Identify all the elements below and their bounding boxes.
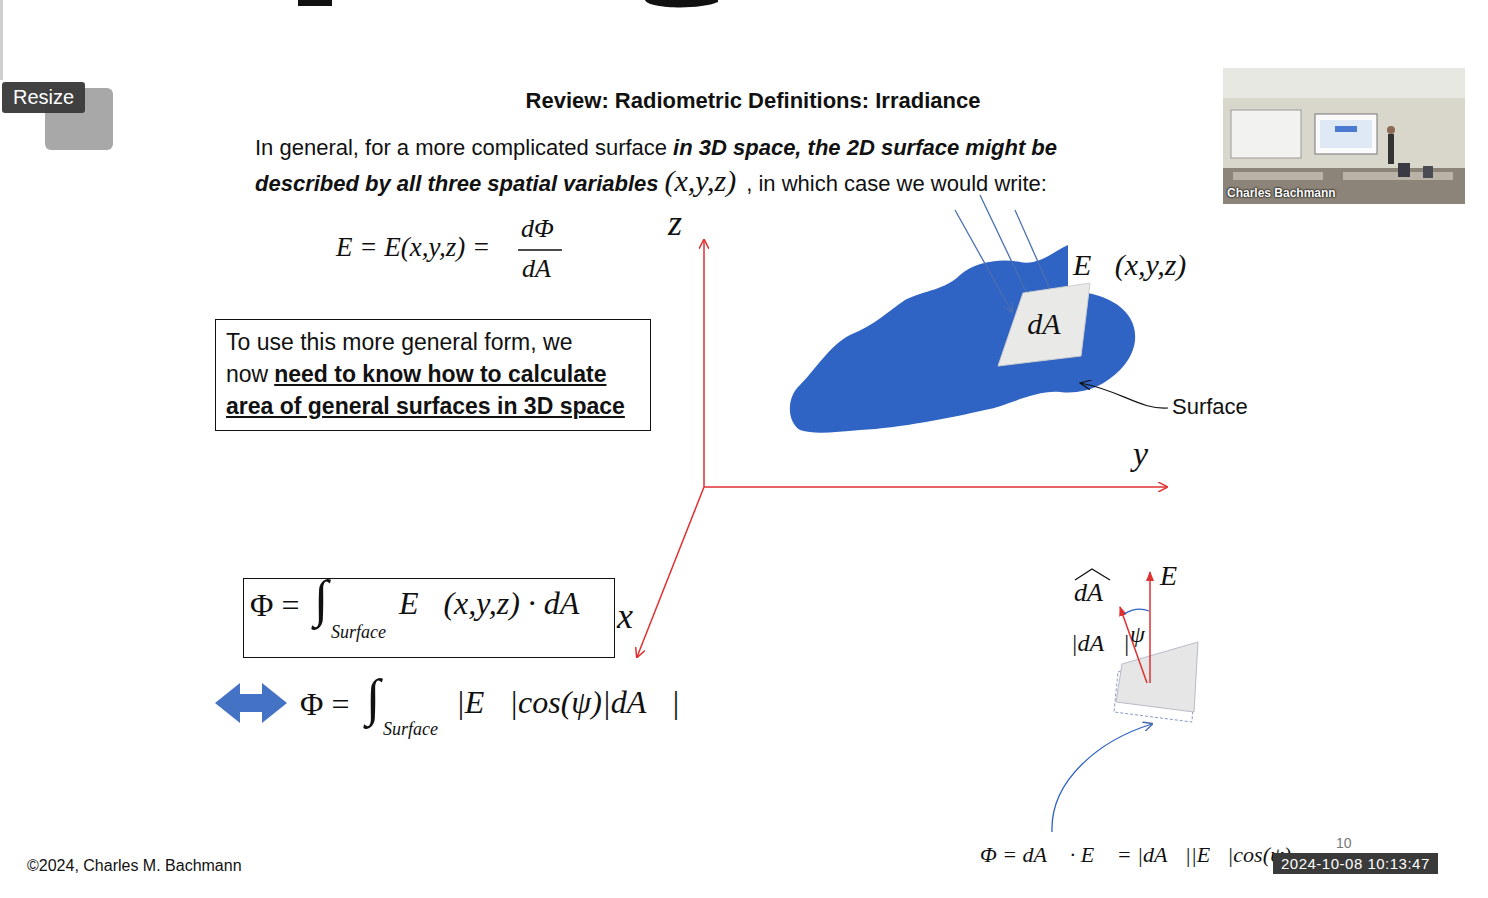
webcam-thumbnail: Charles Bachmann [1223,68,1465,204]
x-axis [637,487,704,657]
fraction-denominator: dA [522,254,551,284]
fraction-numerator: dΦ [521,214,554,244]
equation-text: Φ = [300,686,349,723]
note-box: To use this more general form, we nownee… [215,319,651,431]
light-ray [1015,210,1054,298]
angle-label: ψ [1130,621,1145,649]
equation-box: Φ =∫SurfaceE⃗(x,y,z) · dA⃗ [243,578,615,658]
magnitude-label: |dA⃗| [1071,630,1130,658]
z-axis [703,240,705,487]
leader-line [1080,383,1168,408]
equation-text: E = E(x,y,z) = [336,232,490,263]
slide-title: Review: Radiometric Definitions: Irradia… [403,88,1103,114]
light-ray [955,210,1012,312]
area-element: dA [995,282,1103,370]
light-ray [980,195,1030,300]
area-label: dA [995,309,1093,339]
cut-glyph [298,0,332,6]
classroom-photo [1223,68,1465,204]
resize-button: Resize [2,82,85,113]
vector-label: E⃗(x,y,z) [1073,248,1186,283]
button-label: Resize [13,86,74,109]
timestamp-box: 2024-10-08 10:13:47 [1273,853,1438,874]
math-variables: (x,y,z) [665,164,737,197]
axis-label: z [668,203,682,244]
participant-name: Charles Bachmann [1227,186,1336,200]
body-text: , in which case we would write: [746,171,1047,196]
body-text: In general, for a more complicated surfa… [255,135,667,160]
intro-paragraph: In general, for a more complicated surfa… [255,131,1165,200]
surface-label: Surface [1172,394,1248,419]
integral-sign: ∫ [366,668,380,728]
cut-glyph [645,0,718,7]
unit-normal-label: dA [1074,578,1103,608]
equation-text: Φ = [250,587,299,624]
y-axis [704,486,1167,488]
fraction-bar [518,249,562,250]
timestamp-text: 2024-10-08 10:13:47 [1281,855,1430,872]
integral-subscript: Surface [331,622,386,643]
equation-text: E⃗(x,y,z) · dA⃗ [399,585,604,622]
note-emphasis: need to know how to calculate area of ge… [226,361,625,419]
window-edge [0,0,3,80]
leader-line [1052,724,1152,832]
equation-text: Φ = dA⃗ · E⃗ = |dA⃗||E⃗|cos(ψ) [980,842,1291,867]
integral-subscript: Surface [383,719,438,740]
equation-text: |E⃗|cos(ψ)|dA⃗| [456,684,680,721]
axis-label: y [1133,434,1148,473]
angle-arc [1124,609,1149,614]
page-number: 10 [1336,835,1352,851]
irradiance-vector [1149,572,1151,683]
integral-sign: ∫ [314,569,328,629]
axis-label: x [617,596,633,637]
equivalence-arrow [215,683,287,723]
vector-label: E⃗ [1160,560,1199,592]
copyright-note: ©2024, Charles M. Bachmann [27,857,242,875]
